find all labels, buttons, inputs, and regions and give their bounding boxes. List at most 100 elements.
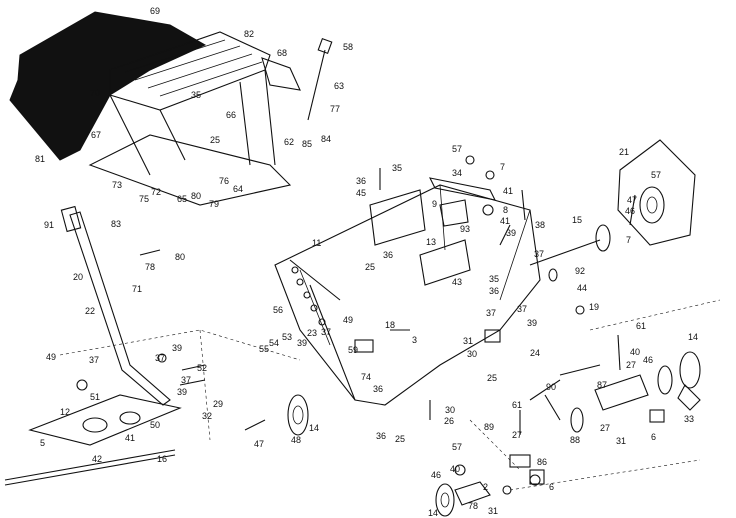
part-label: 15 (572, 215, 582, 225)
part-label: 2 (483, 482, 488, 492)
part-label: 73 (112, 180, 122, 190)
part-label: 45 (356, 188, 366, 198)
part-label: 7 (500, 162, 505, 172)
part-label: 37 (517, 304, 527, 314)
part-label: 29 (213, 399, 223, 409)
part-label: 24 (530, 348, 540, 358)
part-label: 30 (467, 349, 477, 359)
part-label: 34 (452, 168, 462, 178)
part-label: 3 (412, 335, 417, 345)
chute-assembly (261, 37, 333, 121)
part-label: 49 (46, 352, 56, 362)
part-label: 58 (343, 42, 353, 52)
part-label: 80 (191, 191, 201, 201)
part-label: 70 (90, 88, 100, 98)
part-label: 92 (575, 266, 585, 276)
part-label: 37 (155, 353, 165, 363)
part-label: 36 (489, 286, 499, 296)
part-label: 25 (365, 262, 375, 272)
part-label: 93 (460, 224, 470, 234)
part-label: 41 (125, 433, 135, 443)
part-label: 25 (487, 373, 497, 383)
part-label: 62 (284, 137, 294, 147)
part-label: 36 (356, 176, 366, 186)
part-label: 36 (376, 431, 386, 441)
part-label: 36 (383, 250, 393, 260)
part-label: 43 (452, 277, 462, 287)
part-label: 90 (546, 382, 556, 392)
part-label: 68 (277, 48, 287, 58)
part-label: 22 (85, 306, 95, 316)
part-label: 41 (500, 216, 510, 226)
part-label: 74 (361, 372, 371, 382)
part-label: 36 (373, 384, 383, 394)
part-label: 11 (312, 238, 321, 248)
part-label: 57 (452, 442, 462, 452)
part-label: 64 (233, 184, 243, 194)
part-label: 54 (269, 338, 279, 348)
part-label: 63 (334, 81, 344, 91)
part-label: 81 (35, 154, 45, 164)
part-label: 6 (549, 482, 554, 492)
part-label: 13 (426, 237, 436, 247)
part-label: 40 (450, 464, 460, 474)
part-label: 84 (321, 134, 331, 144)
part-label: 7 (626, 235, 631, 245)
fasteners (76, 155, 665, 495)
part-label: 35 (489, 274, 499, 284)
drive-housing (617, 139, 696, 246)
part-label: 47 (627, 195, 637, 205)
part-label: 37 (181, 375, 191, 385)
part-label: 14 (688, 332, 698, 342)
part-label: 72 (151, 187, 161, 197)
part-label: 42 (92, 454, 102, 464)
part-label: 32 (202, 411, 212, 421)
part-label: 88 (570, 435, 580, 445)
part-label: 78 (145, 262, 155, 272)
part-label: 59 (348, 345, 358, 355)
part-label: 21 (619, 147, 629, 157)
part-label: 35 (392, 163, 402, 173)
part-label: 26 (444, 416, 454, 426)
part-label: 51 (90, 392, 100, 402)
handle (60, 205, 171, 406)
part-label: 19 (589, 302, 599, 312)
part-label: 52 (197, 363, 207, 373)
part-label: 86 (537, 457, 547, 467)
wheel-left (287, 394, 309, 436)
part-label: 46 (625, 206, 635, 216)
part-label: 67 (91, 130, 101, 140)
wheel-lower (435, 481, 491, 517)
part-label: 87 (597, 380, 607, 390)
part-label: 50 (150, 420, 160, 430)
part-label: 85 (302, 139, 312, 149)
part-label: 61 (636, 321, 646, 331)
part-label: 46 (643, 355, 653, 365)
grass-bag (9, 11, 207, 161)
part-label: 89 (484, 422, 494, 432)
part-label: 91 (44, 220, 54, 230)
deck-plates (369, 177, 496, 286)
part-label: 14 (428, 508, 438, 518)
part-label: 39 (527, 318, 537, 328)
part-label: 9 (432, 199, 437, 209)
part-label: 75 (139, 194, 149, 204)
part-label: 25 (395, 434, 405, 444)
part-label: 30 (445, 405, 455, 415)
assembly-guides (59, 299, 721, 491)
part-label: 44 (577, 283, 587, 293)
part-label: 82 (244, 29, 254, 39)
part-label: 55 (259, 344, 269, 354)
part-label: 37 (321, 327, 331, 337)
part-label: 37 (534, 249, 544, 259)
part-labels: 69 82 68 58 70 35 63 81 67 66 77 25 62 8… (35, 6, 698, 518)
part-label: 48 (291, 435, 301, 445)
part-label: 77 (330, 104, 340, 114)
part-label: 49 (343, 315, 353, 325)
part-label: 31 (488, 506, 498, 516)
part-label: 31 (616, 436, 626, 446)
part-label: 57 (452, 144, 462, 154)
part-label: 12 (60, 407, 70, 417)
part-label: 56 (273, 305, 283, 315)
part-label: 39 (172, 343, 182, 353)
